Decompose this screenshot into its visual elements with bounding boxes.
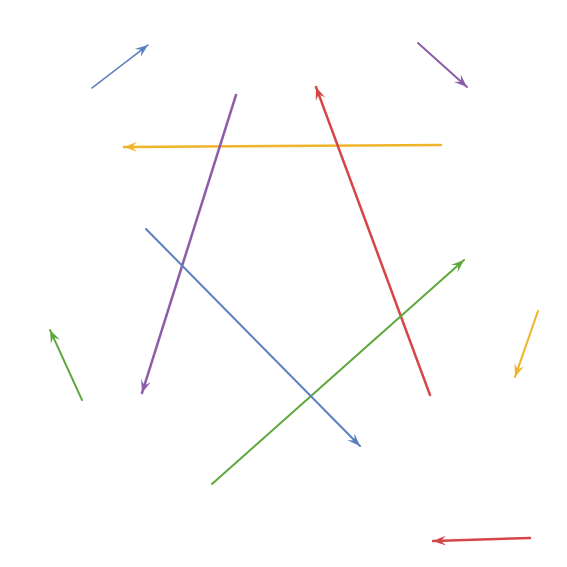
short-green-arrow-shaft: [49, 329, 83, 401]
short-green-arrow: [49, 329, 83, 401]
long-red-arrow: [314, 85, 432, 397]
long-yellow-arrow-shaft: [122, 143, 443, 149]
short-blue-arrow-head: [134, 45, 148, 57]
blue-diagonal-arrow: [145, 228, 361, 447]
long-yellow-arrow-head: [124, 141, 137, 152]
long-purple-arrow: [140, 93, 238, 395]
green-diagonal-arrow-head: [451, 260, 464, 273]
short-purple-arrow-shaft: [417, 42, 468, 88]
short-green-arrow-head: [50, 330, 60, 344]
short-blue-arrow: [91, 44, 149, 89]
short-yellow-arrow-head: [514, 363, 524, 377]
short-purple-arrow-head: [454, 74, 467, 87]
short-purple-arrow: [417, 42, 468, 88]
short-red-arrow: [431, 535, 532, 546]
long-yellow-arrow: [122, 141, 443, 152]
short-red-arrow-shaft: [431, 536, 532, 543]
long-purple-arrow-shaft: [140, 93, 238, 395]
short-red-arrow-head: [433, 535, 447, 546]
blue-diagonal-arrow-shaft: [145, 228, 361, 447]
short-blue-arrow-shaft: [91, 44, 149, 89]
long-red-arrow-shaft: [314, 85, 432, 397]
long-red-arrow-head: [315, 87, 326, 101]
blue-diagonal-arrow-head: [347, 433, 360, 446]
green-diagonal-arrow: [211, 259, 465, 485]
green-diagonal-arrow-shaft: [211, 259, 465, 485]
short-yellow-arrow: [514, 310, 539, 378]
short-yellow-arrow-shaft: [514, 310, 539, 378]
long-purple-arrow-head: [141, 379, 151, 393]
